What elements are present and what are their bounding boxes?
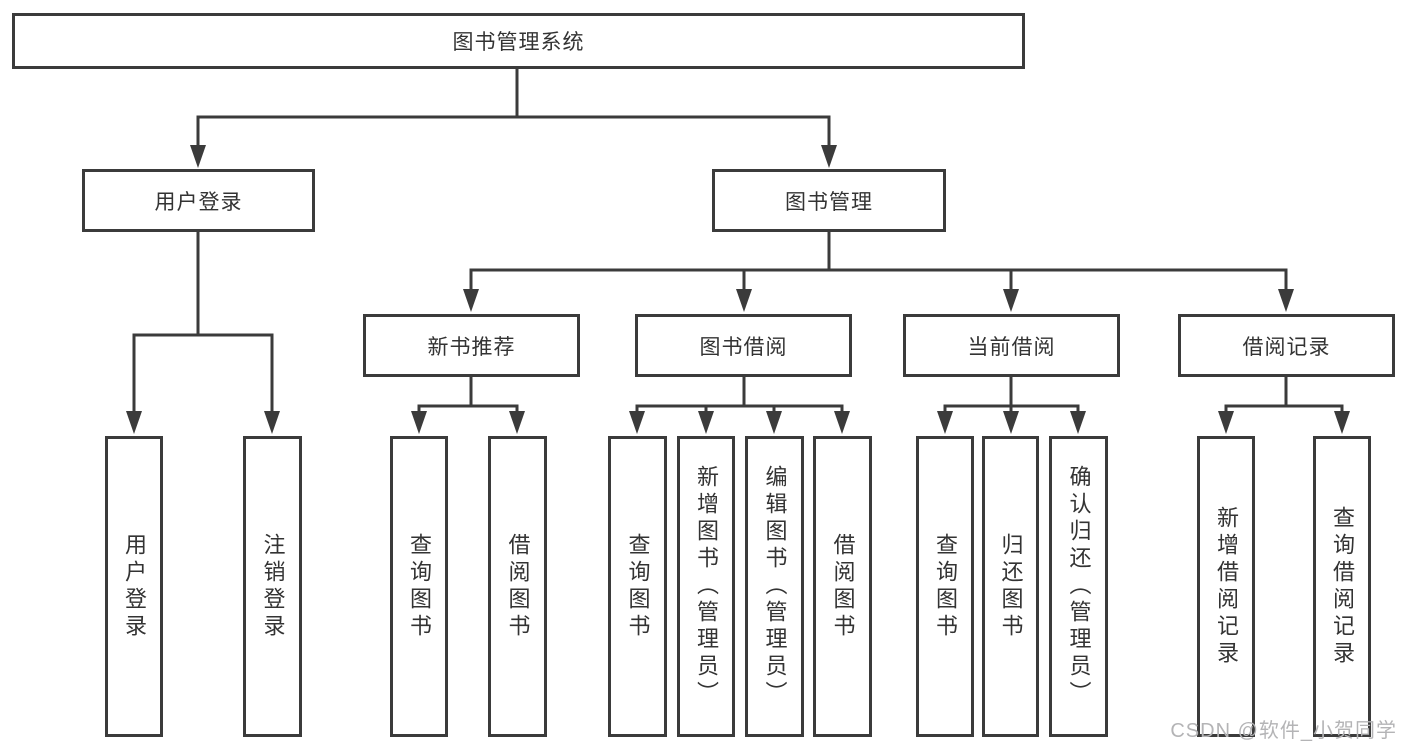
- arrow-down-icon: [1218, 411, 1234, 434]
- arrow-down-icon: [937, 411, 953, 434]
- node-root: 图书管理系统: [12, 13, 1025, 69]
- leaf-add-borrow-record: 新增借阅记录: [1197, 436, 1255, 737]
- arrow-down-icon: [411, 411, 427, 434]
- node-label: 图书借阅: [699, 335, 788, 359]
- arrow-down-icon: [821, 145, 837, 168]
- node-label: 图书管理: [785, 190, 873, 214]
- arrow-down-icon: [766, 411, 782, 434]
- node-user-login: 用户登录: [82, 169, 315, 232]
- leaf-return-books: 归还图书: [982, 436, 1039, 737]
- leaf-borrow-books-recommend: 借阅图书: [488, 436, 547, 737]
- leaf-label: 查询借阅记录: [1330, 505, 1355, 668]
- leaf-logout: 注销登录: [243, 436, 302, 737]
- arrow-down-icon: [698, 411, 714, 434]
- arrow-down-icon: [1334, 411, 1350, 434]
- arrow-down-icon: [463, 289, 479, 312]
- leaf-label: 编辑图书（管理员）: [762, 465, 788, 708]
- leaf-label: 确认归还（管理员）: [1066, 465, 1092, 708]
- arrow-down-icon: [509, 411, 525, 434]
- arrow-down-icon: [1070, 411, 1086, 434]
- leaf-edit-books-admin: 编辑图书（管理员）: [745, 436, 804, 737]
- leaf-user-login: 用户登录: [105, 436, 163, 737]
- arrow-down-icon: [834, 411, 850, 434]
- node-label: 用户登录: [154, 190, 243, 214]
- leaf-label: 注销登录: [260, 532, 286, 641]
- arrow-down-icon: [1003, 411, 1019, 434]
- leaf-label: 新增图书（管理员）: [694, 465, 719, 708]
- leaf-label: 查询图书: [933, 532, 958, 641]
- node-borrow-records: 借阅记录: [1178, 314, 1395, 377]
- leaf-query-books-recommend: 查询图书: [390, 436, 448, 737]
- node-label: 图书管理系统: [452, 31, 585, 54]
- leaf-query-books-borrow: 查询图书: [608, 436, 667, 737]
- node-label: 新书推荐: [427, 335, 516, 359]
- leaf-query-borrow-record: 查询借阅记录: [1313, 436, 1371, 737]
- node-new-book-recommend: 新书推荐: [363, 314, 580, 377]
- arrow-down-icon: [1003, 289, 1019, 312]
- leaf-label: 用户登录: [122, 532, 147, 641]
- node-label: 借阅记录: [1242, 335, 1331, 359]
- leaf-label: 借阅图书: [505, 532, 531, 641]
- leaf-label: 归还图书: [998, 532, 1024, 641]
- leaf-label: 查询图书: [407, 532, 432, 641]
- csdn-watermark: CSDN @软件_小贺同学: [1170, 720, 1397, 742]
- leaf-label: 查询图书: [625, 532, 651, 641]
- arrow-down-icon: [1278, 289, 1294, 312]
- arrow-down-icon: [264, 411, 280, 434]
- leaf-query-books-current: 查询图书: [916, 436, 974, 737]
- leaf-label: 借阅图书: [830, 532, 856, 641]
- node-current-borrow: 当前借阅: [903, 314, 1120, 377]
- leaf-label: 新增借阅记录: [1214, 505, 1239, 668]
- arrow-down-icon: [126, 411, 142, 434]
- arrow-down-icon: [190, 145, 206, 168]
- arrow-down-icon: [736, 289, 752, 312]
- leaf-borrow-books: 借阅图书: [813, 436, 872, 737]
- leaf-add-books-admin: 新增图书（管理员）: [677, 436, 735, 737]
- leaf-confirm-return-admin: 确认归还（管理员）: [1049, 436, 1108, 737]
- arrow-down-icon: [629, 411, 645, 434]
- node-label: 当前借阅: [967, 335, 1056, 359]
- node-book-management: 图书管理: [712, 169, 946, 232]
- node-book-borrow: 图书借阅: [635, 314, 852, 377]
